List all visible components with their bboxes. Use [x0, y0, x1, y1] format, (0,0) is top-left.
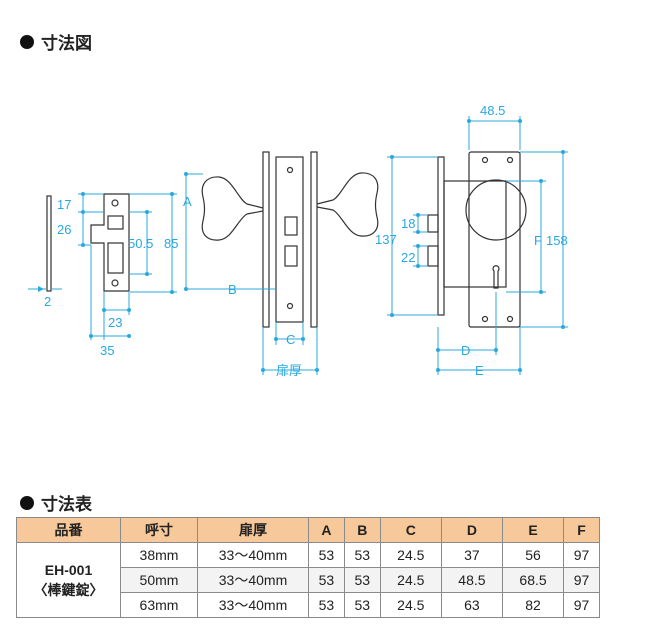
cell: 53: [308, 567, 345, 593]
door-left-leaf: [262, 151, 270, 328]
section-table-heading: 寸法表: [20, 490, 92, 515]
cell: 63: [440, 592, 503, 618]
door-right-leaf: [310, 151, 318, 328]
cell: 97: [563, 567, 600, 593]
cell: 53: [343, 542, 381, 568]
dim-26: 26: [57, 222, 71, 237]
strike-plate: [90, 193, 130, 292]
header-size: 呼寸: [120, 517, 198, 543]
header-door: 扉厚: [197, 517, 309, 543]
cell: 97: [563, 542, 600, 568]
dim-85: 85: [164, 236, 178, 251]
cell: 38mm: [120, 542, 198, 568]
dim-a: A: [183, 194, 192, 209]
cell: 53: [308, 542, 345, 568]
cell: 24.5: [379, 592, 442, 618]
table-row: 63mm 33～40mm 53 53 24.5 63 82 97: [17, 592, 600, 618]
dim-17: 17: [57, 197, 71, 212]
dim-2: 2: [44, 294, 51, 309]
door-edge-front: [437, 156, 445, 316]
model-name: 〈棒鍵錠〉: [33, 582, 104, 598]
cell: 53: [308, 592, 345, 618]
header-c: C: [379, 517, 442, 543]
header-d: D: [440, 517, 503, 543]
dim-b: B: [228, 282, 237, 297]
cell: 53: [343, 592, 381, 618]
cell: 24.5: [379, 542, 442, 568]
bullet-icon: [20, 495, 34, 510]
table-header-row: 品番 呼寸 扉厚 A B C D E F: [16, 517, 600, 543]
dim-e: E: [475, 363, 484, 378]
dim-35: 35: [100, 343, 114, 358]
dim-50-5: 50.5: [128, 236, 153, 251]
cell: 68.5: [501, 567, 565, 593]
lock-body-side: [275, 156, 304, 323]
dim-23: 23: [108, 315, 122, 330]
dim-22: 22: [401, 250, 415, 265]
cell: 24.5: [379, 567, 442, 593]
keyhole-icon: [492, 265, 500, 289]
dim-48-5: 48.5: [480, 103, 505, 118]
dim-c: C: [286, 332, 295, 347]
diagram-title: 寸法図: [41, 34, 92, 54]
left-knob: [201, 176, 264, 241]
dim-18: 18: [401, 216, 415, 231]
dim-137: 137: [375, 232, 397, 247]
strike-plate-profile: [46, 195, 52, 292]
dim-door-thickness: 扉厚: [276, 363, 302, 378]
cell: 63mm: [120, 592, 198, 618]
dimension-lines: [28, 116, 568, 375]
table-title: 寸法表: [41, 495, 92, 515]
dim-f: F: [534, 233, 542, 248]
bullet-icon: [20, 34, 34, 49]
front-knob: [465, 179, 527, 241]
section-diagram-heading: 寸法図: [20, 29, 92, 54]
cell: 33～40mm: [197, 542, 309, 568]
cell: 33～40mm: [197, 567, 309, 593]
cell: 53: [343, 567, 381, 593]
cell: 48.5: [440, 567, 503, 593]
cell: 37: [440, 542, 503, 568]
right-knob: [316, 172, 379, 237]
model-code: EH-001: [44, 562, 93, 578]
lock-case: [443, 180, 507, 288]
header-model: 品番: [16, 517, 121, 543]
cell: 97: [563, 592, 600, 618]
escutcheon-plate: [468, 151, 521, 328]
cell: 33～40mm: [197, 592, 309, 618]
dimension-drawing: 2 17 26 50.5 85 23 35 A B C 扉厚 48.5 137 …: [28, 103, 568, 378]
cell: 56: [501, 542, 565, 568]
table-row: EH-001 〈棒鍵錠〉 38mm 33～40mm 53 53 24.5 37 …: [16, 542, 600, 618]
header-a: A: [308, 517, 345, 543]
header-b: B: [343, 517, 381, 543]
dimension-table: 品番 呼寸 扉厚 A B C D E F EH-001 〈棒鍵錠〉 38mm 3…: [16, 517, 600, 618]
cell: 82: [501, 592, 565, 618]
dim-158: 158: [546, 233, 568, 248]
header-e: E: [501, 517, 565, 543]
model-cell: EH-001 〈棒鍵錠〉: [16, 542, 121, 618]
header-f: F: [563, 517, 600, 543]
cell: 50mm: [120, 567, 198, 593]
dim-d: D: [461, 343, 470, 358]
